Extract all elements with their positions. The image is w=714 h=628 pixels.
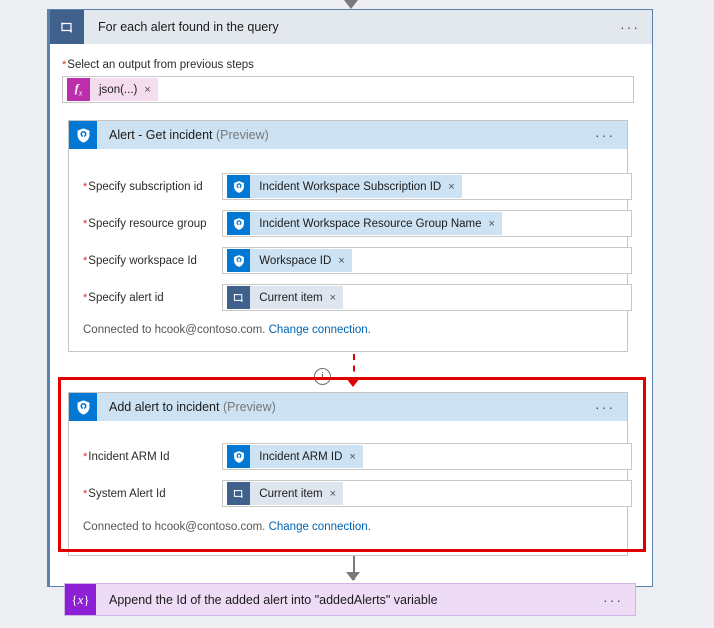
add-alert-title: Add alert to incident (Preview) (109, 400, 276, 414)
info-icon[interactable]: i (314, 368, 331, 385)
token-chip-resource-group-body: Incident Workspace Resource Group Name × (250, 212, 502, 235)
required-asterisk: * (62, 59, 67, 71)
append-variable-header[interactable]: {x} Append the Id of the added alert int… (65, 584, 635, 615)
field-label-incident-arm-id: Incident ARM Id (88, 450, 170, 463)
append-variable-card[interactable]: {x} Append the Id of the added alert int… (64, 583, 636, 616)
field-label-subscription-id: Specify subscription id (88, 180, 203, 193)
variable-braces-icon: {x} (65, 584, 96, 615)
token-chip-workspace-id[interactable]: Workspace ID × (227, 249, 352, 272)
required-asterisk: * (83, 180, 88, 193)
get-incident-title-text: Alert - Get incident (109, 128, 213, 142)
token-chip-current-item-text: Current item (259, 291, 323, 304)
token-chip-resource-group[interactable]: Incident Workspace Resource Group Name × (227, 212, 502, 235)
token-remove-icon[interactable]: × (144, 83, 151, 96)
field-label-resource-group: Specify resource group (88, 217, 207, 230)
token-chip-incident-arm-id-body: Incident ARM ID × (250, 445, 363, 468)
foreach-title: For each alert found in the query (98, 20, 279, 34)
token-chip-subscription-id-text: Incident Workspace Subscription ID (259, 180, 442, 193)
field-label-workspace-id: Specify workspace Id (88, 254, 197, 267)
add-alert-connection-row: Connected to hcook@contoso.com. Change c… (83, 521, 371, 533)
sentinel-shield-icon (69, 121, 97, 149)
required-asterisk: * (83, 450, 88, 463)
field-row-subscription-id: * Specify subscription id (83, 173, 633, 200)
token-remove-icon[interactable]: × (338, 254, 345, 267)
token-remove-icon[interactable]: × (329, 487, 336, 500)
foreach-header[interactable]: For each alert found in the query ··· (50, 10, 652, 44)
required-asterisk: * (83, 254, 88, 267)
get-incident-connection-row: Connected to hcook@contoso.com. Change c… (83, 324, 371, 336)
token-chip-current-item-body: Current item × (250, 286, 343, 309)
foreach-output-label: Select an output from previous steps (67, 59, 254, 71)
add-alert-header[interactable]: Add alert to incident (Preview) ··· (69, 393, 627, 421)
loop-icon (227, 286, 251, 309)
field-row-system-alert-id: * System Alert Id Current item (83, 480, 633, 507)
sentinel-shield-icon (227, 249, 251, 272)
add-alert-card[interactable]: Add alert to incident (Preview) ··· * In… (68, 392, 633, 556)
token-chip-subscription-id-body: Incident Workspace Subscription ID × (250, 175, 462, 198)
get-incident-overflow-menu[interactable]: ··· (595, 127, 615, 143)
field-input-system-alert-id[interactable]: Current item × (222, 480, 633, 507)
token-chip-json-text: json(...) (99, 83, 138, 96)
token-chip-resource-group-text: Incident Workspace Resource Group Name (259, 217, 482, 230)
token-remove-icon[interactable]: × (349, 450, 356, 463)
get-incident-connection-text: Connected to hcook@contoso.com. (83, 324, 266, 336)
add-alert-change-connection-link[interactable]: Change connection. (268, 521, 371, 533)
required-asterisk: * (83, 487, 88, 500)
token-chip-subscription-id[interactable]: Incident Workspace Subscription ID × (227, 175, 462, 198)
token-remove-icon[interactable]: × (329, 291, 336, 304)
add-alert-title-text: Add alert to incident (109, 400, 220, 414)
get-incident-change-connection-link[interactable]: Change connection. (268, 324, 371, 336)
add-alert-overflow-menu[interactable]: ··· (595, 399, 615, 415)
field-input-incident-arm-id[interactable]: Incident ARM ID × (222, 443, 633, 470)
get-incident-preview-label: (Preview) (216, 128, 269, 142)
field-row-workspace-id: * Specify workspace Id (83, 247, 633, 274)
field-input-resource-group[interactable]: Incident Workspace Resource Group Name × (222, 210, 633, 237)
token-chip-current-item-body: Current item × (250, 482, 343, 505)
foreach-output-field-group: * Select an output from previous steps f… (62, 59, 634, 103)
token-chip-workspace-id-body: Workspace ID × (250, 249, 352, 272)
append-variable-overflow-menu[interactable]: ··· (603, 591, 623, 608)
foreach-output-input[interactable]: fx json(...) × (62, 76, 634, 103)
token-chip-json-body: json(...) × (90, 78, 158, 101)
required-asterisk: * (83, 291, 88, 304)
token-chip-workspace-id-text: Workspace ID (259, 254, 332, 267)
loop-icon (227, 482, 251, 505)
field-label-alert-id: Specify alert id (88, 291, 164, 304)
info-icon-glyph: i (321, 371, 324, 382)
add-alert-preview-label: (Preview) (222, 400, 276, 414)
field-label-system-alert-id: System Alert Id (88, 487, 166, 500)
foreach-overflow-menu[interactable]: ··· (620, 19, 640, 35)
append-variable-title: Append the Id of the added alert into "a… (109, 592, 438, 607)
foreach-output-label-row: * Select an output from previous steps (62, 59, 634, 71)
token-chip-incident-arm-id[interactable]: Incident ARM ID × (227, 445, 363, 468)
field-input-subscription-id[interactable]: Incident Workspace Subscription ID × (222, 173, 633, 200)
required-asterisk: * (83, 217, 88, 230)
field-input-workspace-id[interactable]: Workspace ID × (222, 247, 633, 274)
sentinel-shield-icon (227, 212, 251, 235)
function-fx-icon: fx (67, 78, 90, 101)
get-incident-title: Alert - Get incident (Preview) (109, 128, 269, 142)
get-incident-header[interactable]: Alert - Get incident (Preview) ··· (69, 121, 627, 149)
foreach-loop-card[interactable]: For each alert found in the query ··· * … (47, 9, 653, 587)
token-chip-current-item[interactable]: Current item × (227, 482, 343, 505)
token-chip-current-item[interactable]: Current item × (227, 286, 343, 309)
token-chip-json[interactable]: fx json(...) × (67, 78, 158, 101)
field-input-alert-id[interactable]: Current item × (222, 284, 633, 311)
sentinel-shield-icon (69, 393, 97, 421)
sentinel-shield-icon (227, 175, 251, 198)
loop-icon (50, 10, 84, 44)
field-row-incident-arm-id: * Incident ARM Id Inc (83, 443, 633, 470)
token-remove-icon[interactable]: × (448, 180, 455, 193)
token-chip-incident-arm-id-text: Incident ARM ID (259, 450, 343, 463)
get-incident-card[interactable]: Alert - Get incident (Preview) ··· * Spe… (68, 120, 633, 352)
field-row-alert-id: * Specify alert id Current item (83, 284, 633, 311)
token-remove-icon[interactable]: × (488, 217, 495, 230)
field-row-resource-group: * Specify resource group (83, 210, 633, 237)
add-alert-connection-text: Connected to hcook@contoso.com. (83, 521, 266, 533)
token-chip-current-item-text: Current item (259, 487, 323, 500)
sentinel-shield-icon (227, 445, 251, 468)
